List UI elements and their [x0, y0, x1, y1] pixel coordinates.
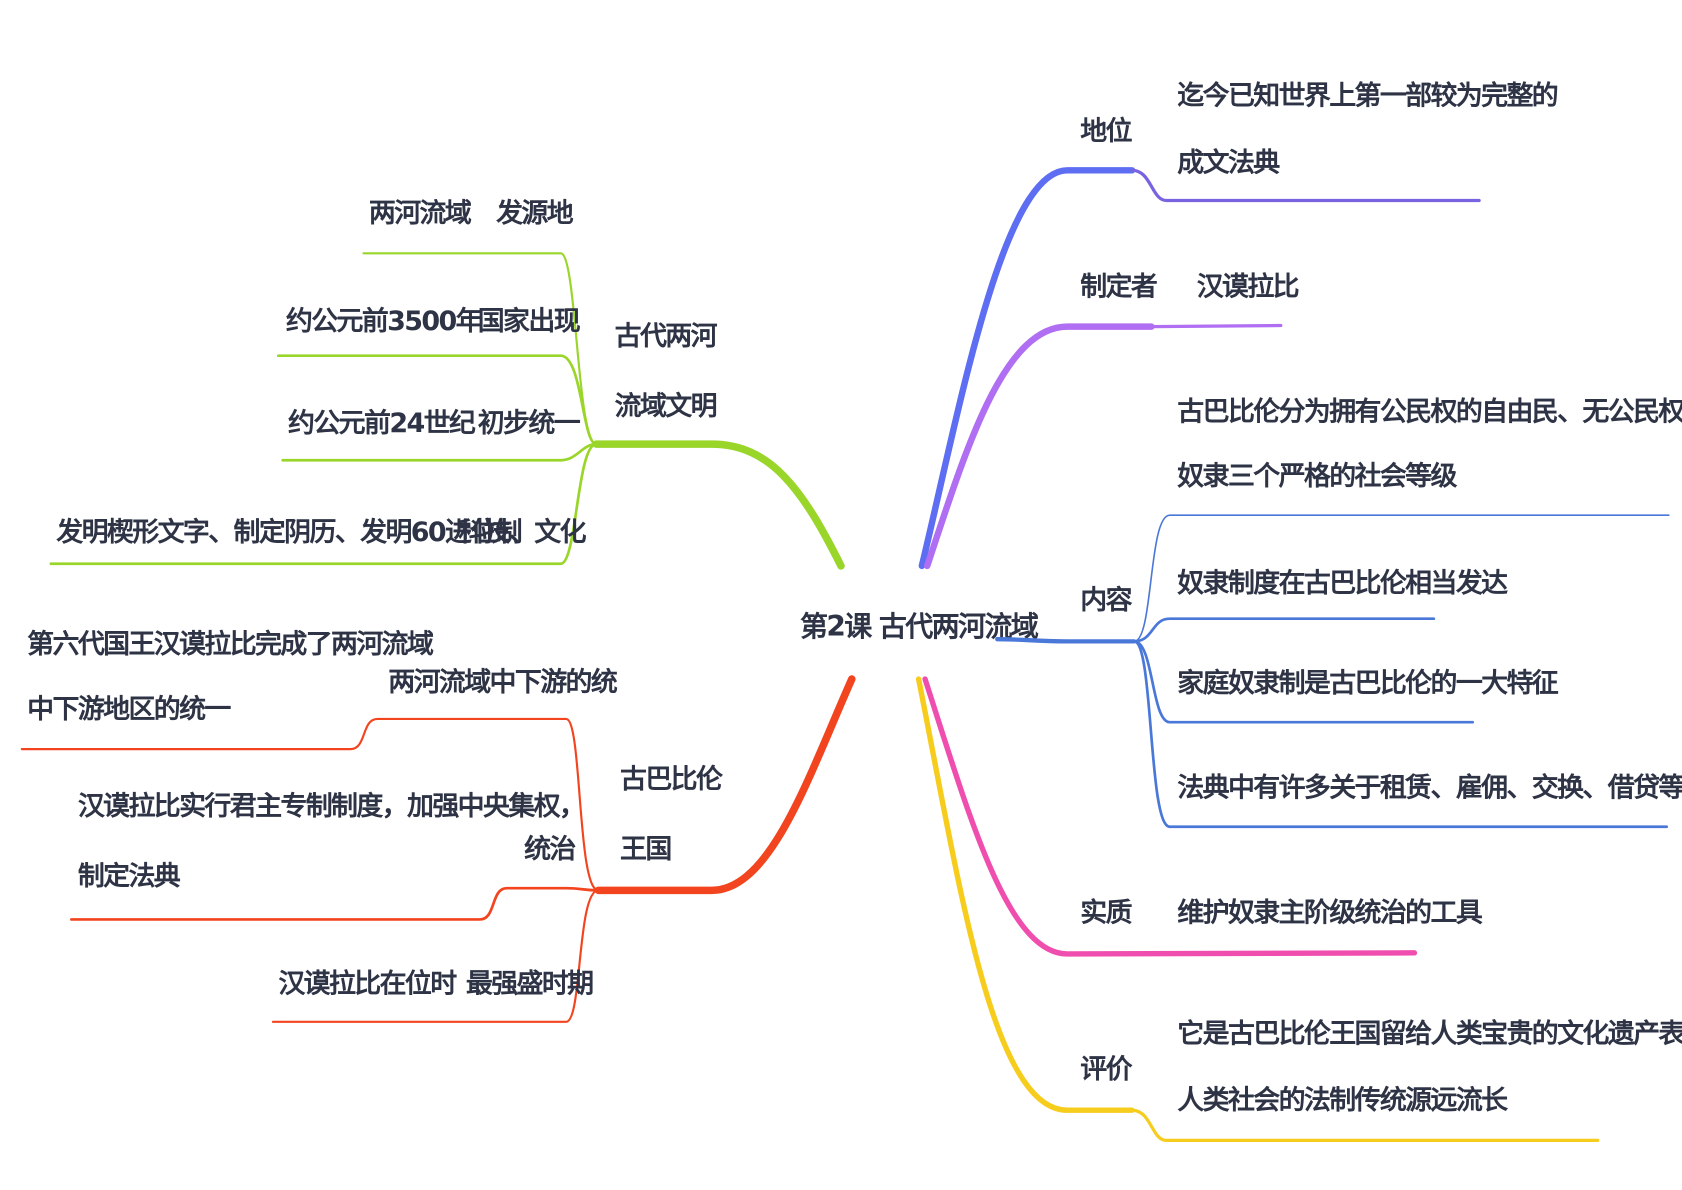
node-detail[interactable]: 奴隶制度在古巴比伦相当发达: [1177, 567, 1509, 599]
main-connector: [592, 440, 845, 570]
node-topic[interactable]: 国家出现: [478, 305, 583, 337]
node-topic[interactable]: 两河流域中下游的统: [388, 666, 619, 698]
node-detail[interactable]: 汉谟拉比实行君主专制制度，加强中央集权，: [78, 790, 586, 822]
branch-label[interactable]: 内容: [1080, 584, 1134, 616]
sub-connector: [271, 889, 600, 1023]
node-detail[interactable]: 制定法典: [78, 860, 183, 892]
branch-label[interactable]: 实质: [1080, 897, 1134, 929]
branch-label[interactable]: 古代两河: [615, 321, 720, 352]
main-connector: [918, 167, 1136, 570]
main-connector: [923, 323, 1155, 570]
sub-connector: [1132, 617, 1436, 643]
branch-label[interactable]: 制定者: [1080, 270, 1158, 302]
node-detail[interactable]: 约公元前3500年: [286, 305, 484, 337]
node-detail[interactable]: 维护奴隶主阶级统治的工具: [1177, 897, 1484, 929]
node-topic[interactable]: 科技、文化: [458, 516, 588, 548]
branch-label[interactable]: 王国: [620, 834, 673, 865]
branch-essence: 实质 维护奴隶主阶级统治的工具: [922, 676, 1484, 957]
node-detail[interactable]: 古巴比伦分为拥有公民权的自由民、无公民权的自由民和: [1177, 395, 1682, 427]
sub-connector: [276, 354, 598, 446]
main-connector: [594, 675, 856, 895]
node-topic[interactable]: 初步统一: [478, 407, 583, 439]
node-detail[interactable]: 汉谟拉比在位时: [278, 968, 459, 1000]
sub-connector: [1132, 640, 1669, 829]
branch-evaluation: 评价 它是古巴比伦王国留给人类宝贵的文化遗产表明 人类社会的法制传统源远流长: [915, 676, 1682, 1143]
branch-label[interactable]: 古巴比伦: [620, 763, 726, 795]
sub-connector: [49, 442, 598, 566]
sub-connector: [1130, 1108, 1600, 1143]
sub-connector: [20, 717, 600, 892]
node-detail[interactable]: 发明楔形文字、制定阴历、发明60进位制: [55, 516, 523, 548]
sub-connector: [70, 886, 600, 921]
branch-label[interactable]: 流域文明: [615, 390, 719, 422]
node-detail[interactable]: 奴隶三个严格的社会等级: [1177, 460, 1459, 492]
node-topic[interactable]: 发源地: [495, 197, 575, 229]
node-detail[interactable]: 它是古巴比伦王国留给人类宝贵的文化遗产表明: [1177, 1017, 1682, 1049]
sub-connector: [1133, 514, 1670, 643]
main-connector: [995, 637, 1137, 644]
branch-content: 内容 古巴比伦分为拥有公民权的自由民、无公民权的自由民和 奴隶三个严格的社会等级…: [995, 395, 1682, 829]
branch-status: 地位 迄今已知世界上第一部较为完整的 成文法典: [918, 80, 1559, 570]
node-topic[interactable]: 最强盛时期: [466, 969, 595, 1000]
node-detail[interactable]: 中下游地区的统一: [27, 693, 233, 725]
sub-connector: [281, 442, 598, 462]
branch-label[interactable]: 地位: [1080, 115, 1134, 147]
node-detail[interactable]: 家庭奴隶制是古巴比伦的一大特征: [1177, 667, 1560, 699]
node-detail[interactable]: 人类社会的法制传统源远流长: [1177, 1084, 1509, 1116]
main-connector: [915, 676, 1135, 1113]
sub-connector: [1132, 640, 1474, 724]
node-topic[interactable]: 统治: [524, 833, 578, 865]
node-detail[interactable]: 法典中有许多关于租赁、雇佣、交换、借贷等方面的规定: [1177, 772, 1682, 804]
node-detail[interactable]: 第六代国王汉谟拉比完成了两河流域: [27, 628, 435, 660]
node-detail[interactable]: 迄今已知世界上第一部较为完整的: [1177, 80, 1559, 112]
branch-maker: 制定者 汉谟拉比: [923, 270, 1301, 570]
main-connector: [922, 676, 1418, 957]
branch-babylon: 古巴比伦 王国 两河流域中下游的统 第六代国王汉谟拉比完成了两河流域 中下游地区…: [20, 628, 856, 1023]
node-detail[interactable]: 汉谟拉比: [1197, 270, 1301, 302]
node-detail[interactable]: 两河流域: [369, 198, 474, 229]
branch-label[interactable]: 评价: [1080, 1054, 1134, 1085]
branch-civilization: 古代两河 流域文明 两河流域 发源地 约公元前3500年 国家出现 约公元前24…: [49, 197, 845, 570]
sub-connector: [1130, 168, 1481, 203]
node-detail[interactable]: 成文法典: [1177, 146, 1282, 178]
node-detail[interactable]: 约公元前24世纪: [288, 407, 477, 439]
sub-connector: [1149, 323, 1283, 329]
